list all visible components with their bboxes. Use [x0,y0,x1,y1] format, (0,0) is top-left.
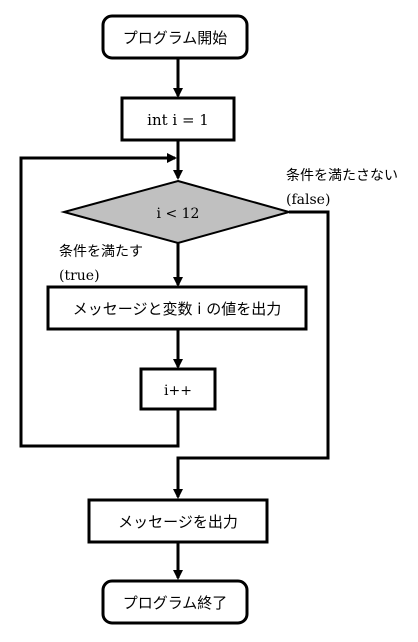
false-label-line2: (false) [286,192,330,208]
increment-label: i++ [164,383,192,399]
true-label-line1: 条件を満たす [59,243,143,260]
start-label: プログラム開始 [123,29,228,47]
end-terminator [101,579,249,625]
condition-label: i < 12 [157,206,200,222]
output-message-label: メッセージと変数 i の値を出力 [73,300,281,318]
start-terminator [101,14,249,60]
init-process [120,96,236,142]
end-label: プログラム終了 [123,594,228,612]
loop-back-line [19,153,180,448]
false-branch-line [173,210,330,499]
true-label-line2: (true) [59,268,100,284]
init-label: int i = 1 [147,111,209,129]
final-message-process [87,498,269,544]
false-label-line1: 条件を満たさない [286,167,398,184]
final-message-label: メッセージを出力 [118,513,238,531]
